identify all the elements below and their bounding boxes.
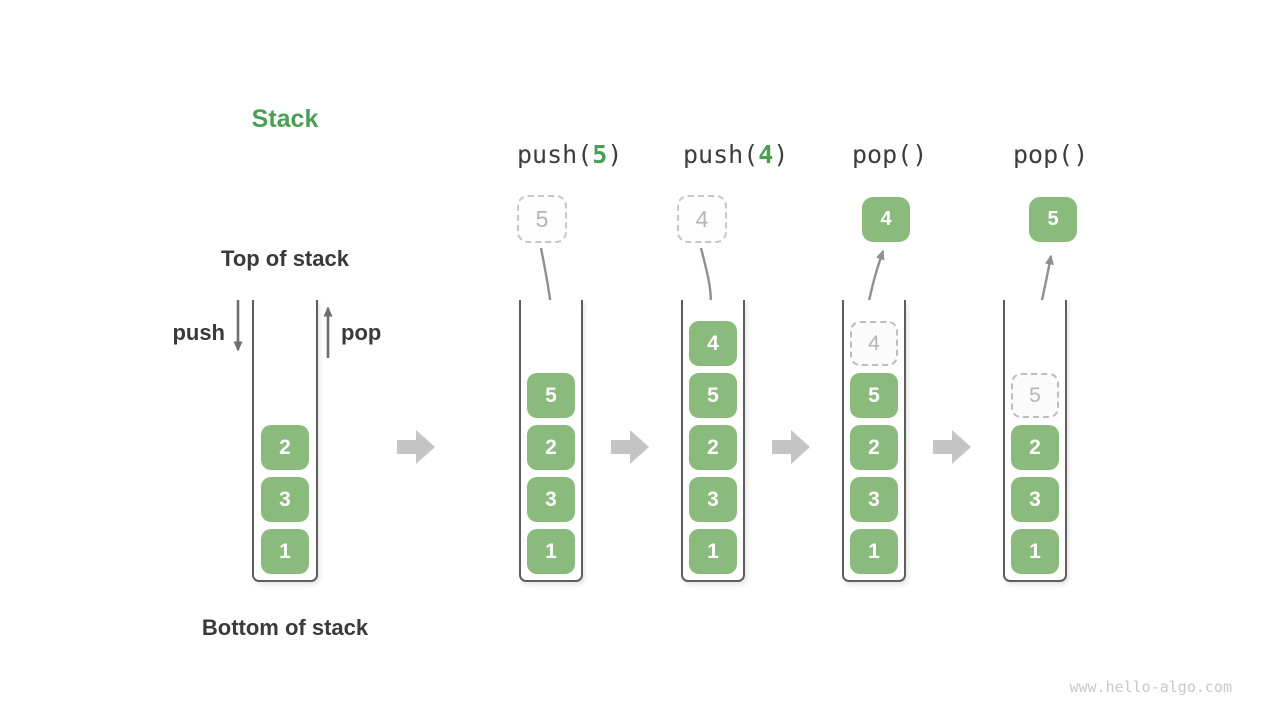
- stack-block-3: 3: [261, 477, 309, 522]
- stack-block-3: 3: [1011, 477, 1059, 522]
- operation-text: push(: [517, 140, 593, 169]
- stack-block-3: 3: [689, 477, 737, 522]
- operation-text: pop(): [1013, 140, 1089, 169]
- operation-arg: 5: [592, 140, 608, 169]
- diagram-title: Stack: [251, 105, 319, 133]
- operation-label: push(4): [683, 140, 788, 169]
- stack-container-op2: 4 5 2 3 1: [681, 300, 745, 582]
- ghost-block-5: 5: [1011, 373, 1059, 418]
- next-step-arrow-icon: [933, 430, 971, 464]
- next-step-arrow-icon: [397, 430, 435, 464]
- watermark-url: www.hello-algo.com: [1069, 678, 1232, 696]
- operation-label: pop(): [1013, 140, 1088, 169]
- stack-container-initial: 2 3 1: [252, 300, 318, 582]
- bottom-of-stack-label: Bottom of stack: [201, 615, 369, 640]
- operation-text: pop(): [852, 140, 928, 169]
- ghost-block-4: 4: [850, 321, 898, 366]
- stack-block-1: 1: [850, 529, 898, 574]
- top-of-stack-label: Top of stack: [221, 246, 349, 271]
- stack-block-3: 3: [850, 477, 898, 522]
- incoming-value-box-4: 4: [677, 195, 727, 243]
- stack-block-2: 2: [527, 425, 575, 470]
- stack-block-1: 1: [689, 529, 737, 574]
- operation-text: ): [607, 140, 623, 169]
- stack-block-2: 2: [850, 425, 898, 470]
- operation-label: pop(): [852, 140, 927, 169]
- pop-label: pop: [341, 320, 382, 345]
- operation-arg: 4: [758, 140, 774, 169]
- stack-container-op3: 4 5 2 3 1: [842, 300, 906, 582]
- stack-block-5: 5: [689, 373, 737, 418]
- operation-text: ): [773, 140, 789, 169]
- stack-block-1: 1: [527, 529, 575, 574]
- push-label: push: [172, 320, 225, 345]
- stack-block-2: 2: [1011, 425, 1059, 470]
- stack-block-4: 4: [689, 321, 737, 366]
- stack-block-1: 1: [1011, 529, 1059, 574]
- stack-block-1: 1: [261, 529, 309, 574]
- operation-label: push(5): [517, 140, 622, 169]
- popped-value-box-4: 4: [862, 197, 910, 242]
- next-step-arrow-icon: [772, 430, 810, 464]
- stack-block-5: 5: [527, 373, 575, 418]
- stack-block-2: 2: [689, 425, 737, 470]
- stack-block-3: 3: [527, 477, 575, 522]
- operation-text: push(: [683, 140, 759, 169]
- incoming-value-box-5: 5: [517, 195, 567, 243]
- stack-container-op1: 5 2 3 1: [519, 300, 583, 582]
- next-step-arrow-icon: [611, 430, 649, 464]
- stack-container-op4: 5 2 3 1: [1003, 300, 1067, 582]
- stack-block-2: 2: [261, 425, 309, 470]
- popped-value-box-5: 5: [1029, 197, 1077, 242]
- stack-block-5: 5: [850, 373, 898, 418]
